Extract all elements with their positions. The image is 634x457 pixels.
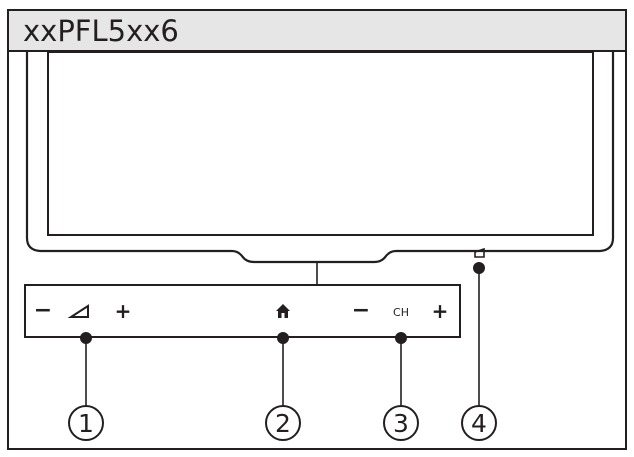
callout-number: 4 bbox=[471, 409, 487, 438]
callout-number: 1 bbox=[78, 409, 94, 438]
volume-plus-symbol[interactable]: + bbox=[115, 299, 132, 323]
callout-number: 3 bbox=[393, 409, 409, 438]
volume-minus-symbol[interactable]: − bbox=[34, 298, 52, 323]
model-title: xxPFL5xx6 bbox=[23, 14, 179, 48]
callout-circle bbox=[383, 405, 419, 441]
diagram-frame: xxPFL5xx6 bbox=[7, 9, 627, 450]
control-panel[interactable] bbox=[24, 284, 461, 338]
callout-circle bbox=[461, 405, 497, 441]
callout-3: 3 bbox=[383, 332, 419, 441]
callout-1: 1 bbox=[68, 332, 104, 441]
callout-circle bbox=[68, 405, 104, 441]
tv-screen bbox=[47, 51, 594, 236]
volume-wedge-icon[interactable] bbox=[67, 304, 89, 318]
channel-plus-symbol[interactable]: + bbox=[432, 299, 449, 323]
tv-bezel bbox=[25, 52, 615, 264]
callout-circle bbox=[265, 405, 301, 441]
callout-number: 2 bbox=[275, 409, 291, 438]
channel-minus-symbol[interactable]: − bbox=[352, 298, 370, 323]
home-icon[interactable] bbox=[276, 304, 290, 318]
callout-2: 2 bbox=[265, 332, 301, 441]
sensor-icon bbox=[474, 247, 485, 258]
channel-label: CH bbox=[393, 306, 409, 319]
callout-4: 4 bbox=[461, 262, 497, 441]
header-bar: xxPFL5xx6 bbox=[9, 11, 625, 52]
